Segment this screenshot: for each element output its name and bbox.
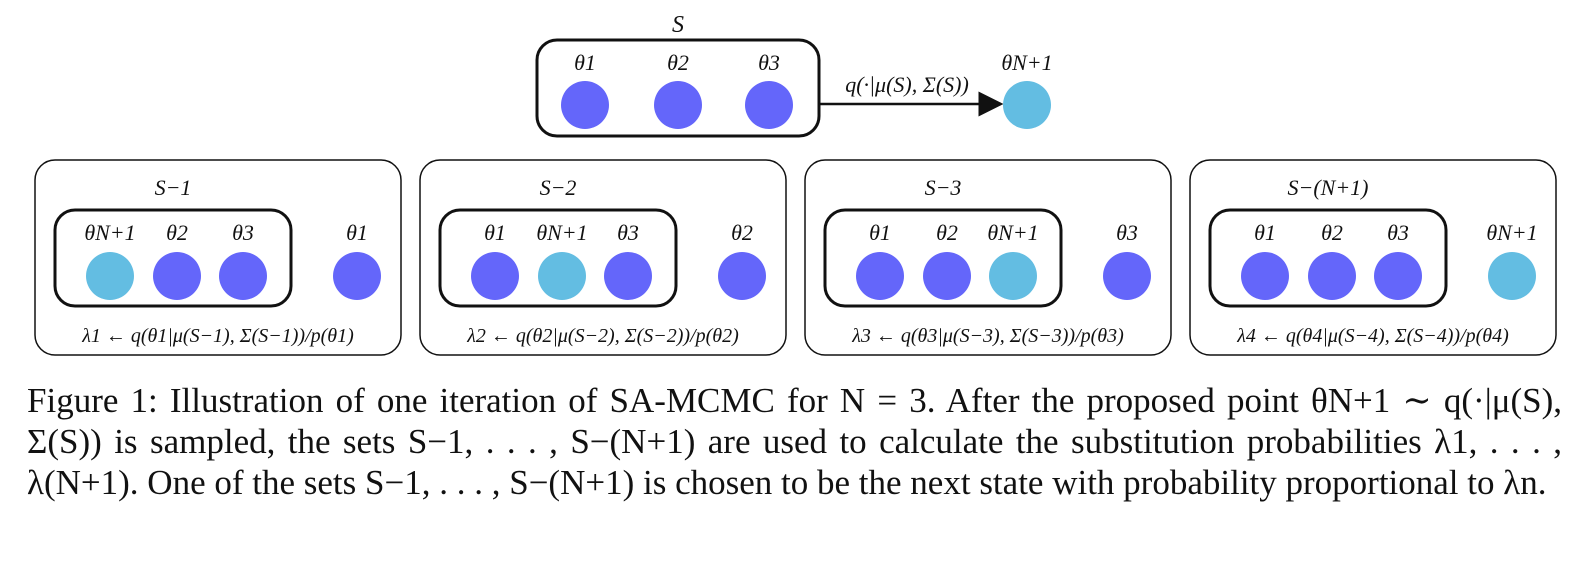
panel-4: S−(N+1) θ1 θ2 θ3 θN+1 λ4 ← q(θ4|μ(S−4), Σ(S−4… (1189, 159, 1557, 356)
caption-text: Figure 1: Illustration of one iteration … (27, 381, 1562, 502)
param-label: θN+1 (84, 220, 135, 245)
top-set: S θ1 θ2 θ3 (535, 12, 821, 138)
param-node (604, 252, 652, 300)
panel-2: S−2 θ1 θN+1 θ3 θ2 λ2 ← q(θ2|μ(S−2), Σ(S−2))/p… (419, 159, 787, 356)
param-node (745, 81, 793, 129)
param-node (1308, 252, 1356, 300)
panel-set-label: S−2 (540, 175, 577, 200)
proposed-node (1003, 81, 1051, 129)
param-label: θ3 (1387, 220, 1409, 245)
outside-param-label: θN+1 (1486, 220, 1537, 245)
panel-frame (1189, 159, 1557, 356)
figure-caption: Figure 1: Illustration of one iteration … (27, 380, 1562, 503)
outside-param-label: θ1 (346, 220, 368, 245)
param-node (1374, 252, 1422, 300)
param-label: θ2 (667, 50, 689, 75)
sa-mcmc-diagram: S θ1 θ2 θ3 q(·|μ(S), Σ(S)) θN+1 S−1 θN+1 θ… (34, 12, 1557, 356)
panel-frame (804, 159, 1172, 356)
param-label: θ1 (484, 220, 506, 245)
param-node (989, 252, 1037, 300)
proposed-label: θN+1 (1001, 50, 1052, 75)
param-node (538, 252, 586, 300)
outside-param-label: θ3 (1116, 220, 1138, 245)
outside-param-node (333, 252, 381, 300)
param-label: θ3 (232, 220, 254, 245)
panel-set-label: S−3 (925, 175, 962, 200)
panels: S−1 θN+1 θ2 θ3 θ1 λ1 ← q(θ1|μ(S−1), Σ(S−1))/p… (34, 159, 1557, 356)
param-label: θN+1 (987, 220, 1038, 245)
panel-frame (34, 159, 402, 356)
param-node (856, 252, 904, 300)
set-box-S (535, 38, 821, 138)
param-label: θ1 (1254, 220, 1276, 245)
panel-set-label: S−(N+1) (1287, 175, 1368, 200)
param-node (153, 252, 201, 300)
param-node (86, 252, 134, 300)
panel-subset-box (53, 208, 293, 308)
panel-set-label: S−1 (155, 175, 192, 200)
param-label: θ2 (166, 220, 188, 245)
panel-subset-box (438, 208, 678, 308)
panel-formula: λ4 ← q(θ4|μ(S−4), Σ(S−4))/p(θ4) (1236, 325, 1509, 347)
panel-formula: λ2 ← q(θ2|μ(S−2), Σ(S−2))/p(θ2) (466, 325, 739, 347)
set-label-S: S (672, 12, 684, 38)
param-label: θN+1 (536, 220, 587, 245)
panel-subset-box (1208, 208, 1448, 308)
outside-param-node (1488, 252, 1536, 300)
panel-3: S−3 θ1 θ2 θN+1 θ3 λ3 ← q(θ3|μ(S−3), Σ(S−3))/p… (804, 159, 1172, 356)
panel-1: S−1 θN+1 θ2 θ3 θ1 λ1 ← q(θ1|μ(S−1), Σ(S−1))/p… (34, 159, 402, 356)
param-label: θ1 (574, 50, 596, 75)
param-label: θ2 (936, 220, 958, 245)
outside-param-label: θ2 (731, 220, 753, 245)
param-label: θ1 (869, 220, 891, 245)
panel-formula: λ1 ← q(θ1|μ(S−1), Σ(S−1))/p(θ1) (81, 325, 354, 347)
param-node (471, 252, 519, 300)
param-label: θ3 (617, 220, 639, 245)
param-label: θ3 (758, 50, 780, 75)
panel-formula: λ3 ← q(θ3|μ(S−3), Σ(S−3))/p(θ3) (851, 325, 1124, 347)
param-label: θ2 (1321, 220, 1343, 245)
param-node (219, 252, 267, 300)
param-node (561, 81, 609, 129)
param-node (1241, 252, 1289, 300)
proposal-label: q(·|μ(S), Σ(S)) (845, 72, 969, 97)
outside-param-node (718, 252, 766, 300)
panel-subset-box (823, 208, 1063, 308)
param-node (923, 252, 971, 300)
param-node (654, 81, 702, 129)
outside-param-node (1103, 252, 1151, 300)
panel-frame (419, 159, 787, 356)
